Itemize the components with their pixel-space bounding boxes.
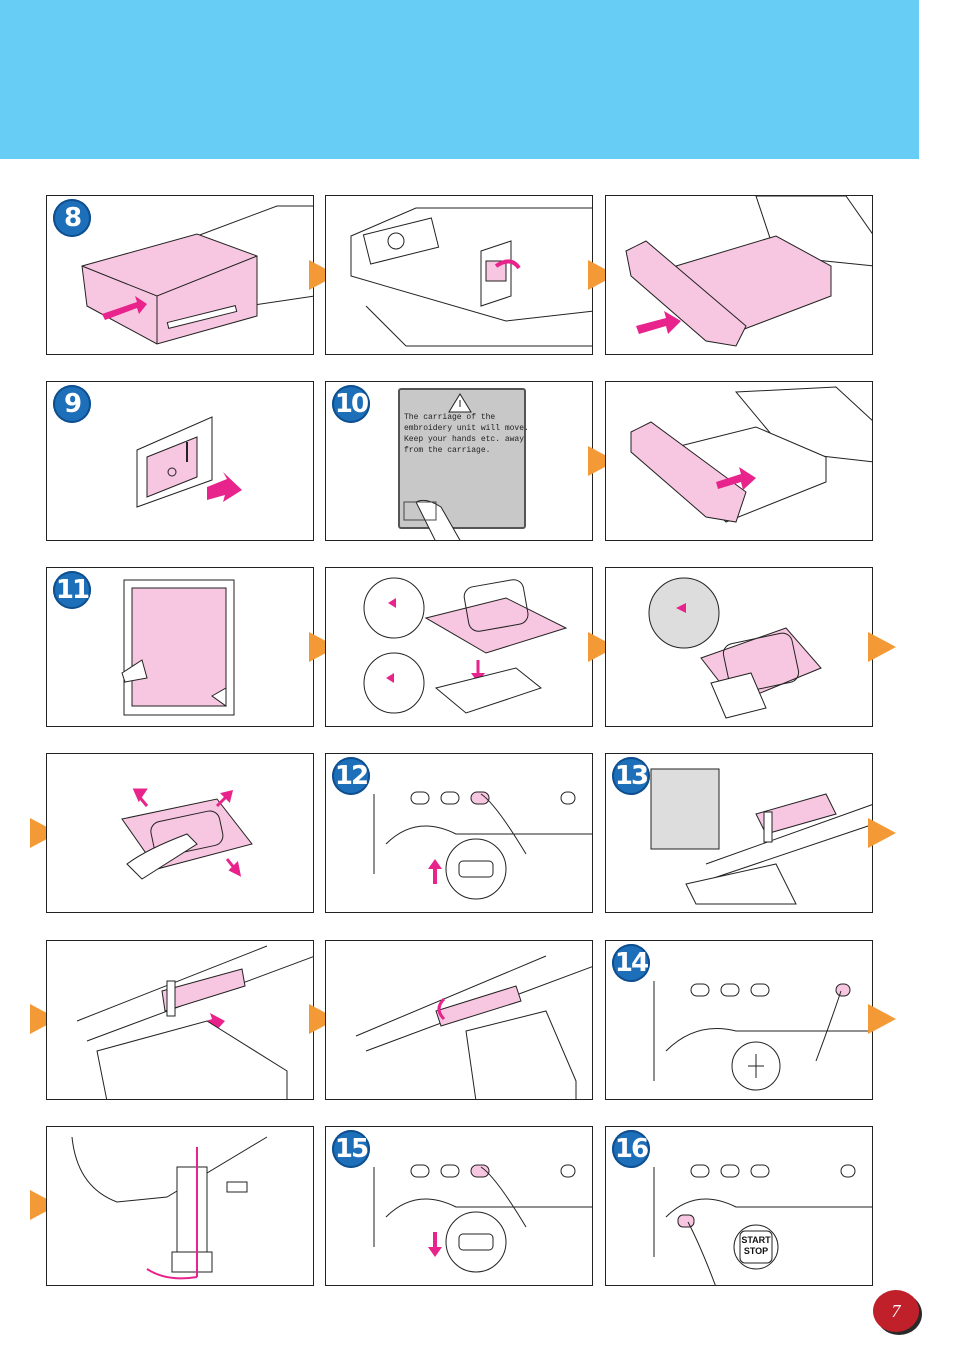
step-badge-15: 15 [332, 1130, 370, 1168]
step-badge-12: 12 [332, 757, 370, 795]
flow-arrow [868, 1004, 896, 1034]
panel-step13-lock [325, 940, 593, 1100]
panel-step14-button: 14 [605, 940, 873, 1100]
flow-arrow [868, 818, 896, 848]
illustration-needle-thread [71, 1136, 268, 1280]
panel-step8-cover [325, 195, 593, 355]
header-band [0, 0, 919, 159]
step-badge-13: 13 [612, 757, 650, 795]
panel-step11-stretch [46, 753, 314, 913]
illustration-presser-foot-lower [373, 1164, 592, 1273]
page-number: 7 [873, 1290, 919, 1332]
warning-line-2: embroidery unit will move. [404, 424, 529, 433]
panel-step13-hoop-attach: 13 [605, 753, 873, 913]
panel-step11-frame [605, 567, 873, 727]
warning-line-3: Keep your hands etc. away [404, 435, 525, 444]
illustration-embroidery-unit-attach [81, 205, 313, 345]
illustration-start-stop-button [653, 1164, 872, 1285]
illustration-stretch-fabric [121, 788, 253, 880]
step-badge-8: 8 [53, 199, 91, 237]
illustration-carriage-move [630, 386, 872, 523]
step-badge-10: 10 [332, 385, 370, 423]
start-label: START [741, 1235, 771, 1245]
illustration-hoop-slide [76, 945, 313, 1099]
panel-step16-start: 16 START STOP [605, 1126, 873, 1286]
panel-step10-carriage [605, 381, 873, 541]
flow-arrow [868, 632, 896, 662]
illustration-needle-position-button [653, 981, 872, 1091]
stop-label: STOP [743, 1246, 769, 1256]
panel-step8-slide-on [605, 195, 873, 355]
illustration-fabric-iron [121, 579, 235, 716]
illustration-power-switch [136, 416, 242, 508]
illustration-presser-foot-button [373, 791, 592, 900]
panel-step11-hoop [325, 567, 593, 727]
panel-step13-slide [46, 940, 314, 1100]
step-badge-16: 16 [612, 1130, 650, 1168]
warning-line-1: The carriage of the [404, 413, 496, 422]
warning-line-4: from the carriage. [404, 446, 491, 455]
illustration-hoop-attach [650, 768, 872, 905]
panel-step10-warning: 10 The carriage of the embroidery unit w… [325, 381, 593, 541]
step-badge-14: 14 [612, 944, 650, 982]
illustration-hoop-lock [355, 955, 592, 1099]
illustration-connector-cover [350, 207, 592, 347]
panel-step14-thread [46, 1126, 314, 1286]
step-badge-9: 9 [53, 385, 91, 423]
panel-step11-fabric: 11 [46, 567, 314, 727]
warning-icon [403, 393, 472, 540]
step-badge-11: 11 [53, 571, 91, 609]
panel-step9-power: 9 [46, 381, 314, 541]
illustration-hoop-fabric [363, 577, 568, 714]
panel-step12-button: 12 [325, 753, 593, 913]
panel-step8-attach: 8 [46, 195, 314, 355]
illustration-hoop-frame [648, 577, 822, 719]
illustration-slide-unit [625, 196, 872, 347]
panel-step15-button: 15 [325, 1126, 593, 1286]
